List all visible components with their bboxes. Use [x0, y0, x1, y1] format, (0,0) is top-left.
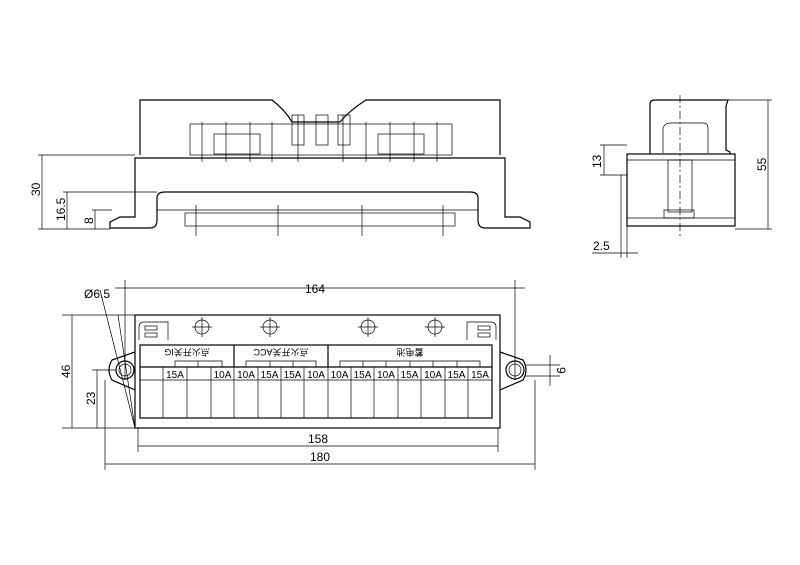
- fuse-rating: 15A: [261, 370, 279, 381]
- fuse-rating: 15A: [166, 370, 184, 381]
- group-battery: 蓄电池: [396, 347, 423, 358]
- dim-side-offset: 2.5: [593, 239, 610, 253]
- fuse-rating: 15A: [401, 370, 419, 381]
- dim-hole-span: 164: [305, 282, 325, 296]
- fuse-rating: 10A: [307, 370, 325, 381]
- bottom-view: 点火开关IG 点火开关ACC 蓄电池 15A 10A 10A 15A 15A 10A 10A…: [59, 280, 568, 470]
- dim-side-height: 55: [755, 157, 769, 171]
- front-view: 30 16.5 8: [29, 99, 531, 236]
- fuse-rating: 10A: [424, 370, 442, 381]
- fuse-rating: 15A: [284, 370, 302, 381]
- dim-ear-height: 9: [554, 367, 568, 374]
- dim-bottom-width: 46: [59, 364, 73, 378]
- fuse-rating: 15A: [471, 370, 489, 381]
- dim-hole-diameter: Ø6.5: [84, 287, 110, 301]
- dim-bottom-half: 23: [84, 391, 98, 405]
- side-view: 55 13 2.5: [590, 95, 772, 258]
- dim-front-mid: 16.5: [54, 197, 68, 221]
- fuse-rating: 15A: [354, 370, 372, 381]
- group-ig: 点火开关IG: [164, 347, 210, 358]
- fuse-rating: 10A: [237, 370, 255, 381]
- dim-total-length: 180: [310, 450, 330, 464]
- dim-side-step: 13: [590, 154, 604, 168]
- fuse-rating: 10A: [331, 370, 349, 381]
- fuse-rating: 15A: [448, 370, 466, 381]
- mounting-holes: [192, 317, 445, 337]
- dim-body-length: 158: [308, 432, 328, 446]
- dim-front-foot: 8: [82, 217, 96, 224]
- group-acc: 点火开关ACC: [253, 347, 309, 358]
- fuse-rating: 10A: [377, 370, 395, 381]
- dim-front-height: 30: [29, 182, 43, 196]
- fuse-rating: 10A: [214, 370, 232, 381]
